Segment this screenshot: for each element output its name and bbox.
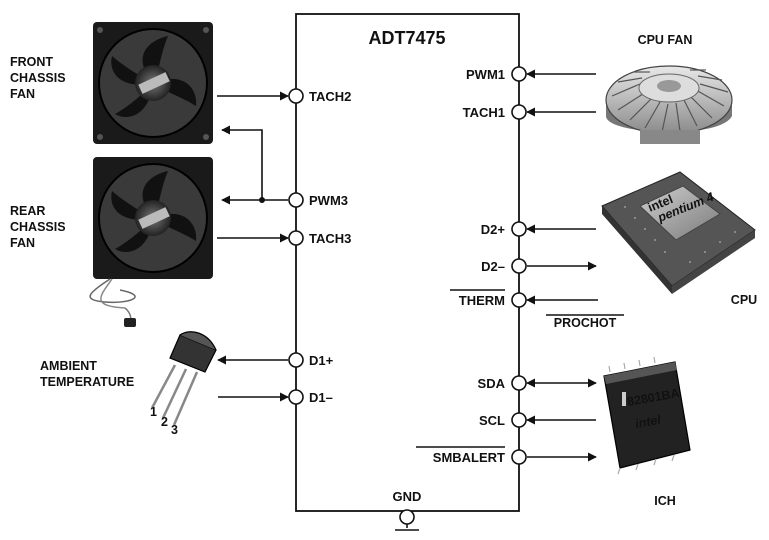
- pin-smbalert: SMBALERT: [416, 446, 597, 465]
- front-chassis-fan-image: [93, 22, 213, 144]
- pin-therm: THERM: [450, 289, 598, 308]
- pin-d1-plus: D1+: [217, 352, 334, 368]
- pin-smbalert-label: SMBALERT: [433, 450, 505, 465]
- ich-chip-image: 82801BA intel: [603, 356, 691, 475]
- sensor-pin-3: 3: [171, 423, 178, 437]
- pin-d2-minus: D2–: [481, 258, 597, 274]
- pin-tach1: TACH1: [463, 104, 596, 120]
- pin-pwm1-label: PWM1: [466, 67, 505, 82]
- pin-d2-minus-label: D2–: [481, 259, 505, 274]
- ich-brand-mark: intel: [634, 413, 662, 431]
- pin-tach3: TACH3: [217, 230, 351, 246]
- cpu-image: intel pentium 4: [601, 171, 756, 294]
- pin-pwm3-label: PWM3: [309, 193, 348, 208]
- rear-chassis-fan-label: REAR CHASSIS FAN: [10, 204, 69, 250]
- gnd-pin: [399, 509, 415, 525]
- pin-tach2-label: TACH2: [309, 89, 351, 104]
- pin-tach1-label: TACH1: [463, 105, 505, 120]
- chip-title: ADT7475: [368, 28, 445, 48]
- ambient-temperature-label: AMBIENT TEMPERATURE: [40, 359, 134, 389]
- gnd-label: GND: [393, 489, 422, 504]
- sensor-pin-1: 1: [150, 405, 157, 419]
- rear-chassis-fan-image: [89, 157, 213, 327]
- pin-sda: SDA: [478, 375, 597, 391]
- pin-tach3-label: TACH3: [309, 231, 351, 246]
- prochot-label: PROCHOT: [554, 316, 617, 330]
- pin-tach2: TACH2: [217, 88, 351, 104]
- sensor-pin-2: 2: [161, 415, 168, 429]
- ich-label: ICH: [654, 494, 676, 508]
- adt7475-chip-outline: [295, 13, 520, 512]
- pin-d1-minus: D1–: [218, 389, 333, 405]
- pin-d2-plus-label: D2+: [481, 222, 506, 237]
- pin-pwm3: PWM3: [221, 125, 348, 208]
- pin-scl: SCL: [479, 412, 596, 428]
- cpu-fan-label: CPU FAN: [638, 33, 693, 47]
- temperature-sensor-image: 1 2 3: [150, 331, 217, 437]
- pin-d1-plus-label: D1+: [309, 353, 334, 368]
- pin-scl-label: SCL: [479, 413, 505, 428]
- pin-d2-plus: D2+: [481, 221, 596, 237]
- cpu-label: CPU: [731, 293, 757, 307]
- front-chassis-fan-label: FRONT CHASSIS FAN: [10, 55, 69, 101]
- pin-therm-label: THERM: [459, 293, 505, 308]
- cpu-fan-image: [605, 65, 733, 144]
- pin-pwm1: PWM1: [466, 66, 596, 82]
- pin-d1-minus-label: D1–: [309, 390, 333, 405]
- pin-sda-label: SDA: [478, 376, 506, 391]
